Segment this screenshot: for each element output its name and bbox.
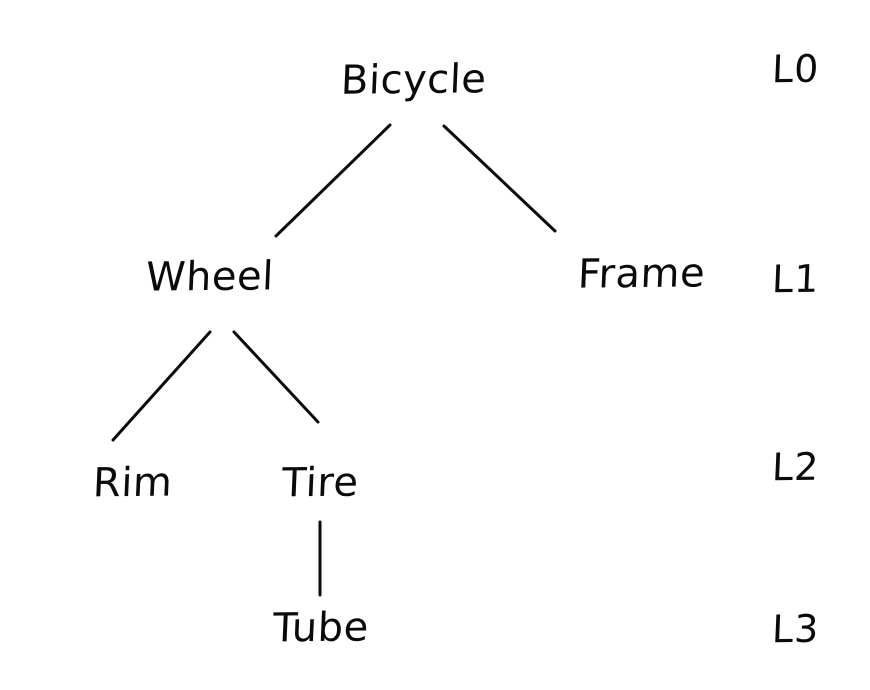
- level-label-l1: L1: [771, 256, 821, 302]
- node-frame[interactable]: Frame: [577, 250, 707, 298]
- edge-bicycle-frame: [442, 124, 557, 233]
- node-tire[interactable]: Tire: [281, 459, 360, 507]
- edge-wheel-tire: [232, 330, 320, 424]
- edge-bicycle-wheel: [274, 123, 392, 238]
- level-label-l2: L2: [771, 444, 821, 490]
- level-label-l3: L3: [771, 606, 821, 652]
- node-rim[interactable]: Rim: [92, 459, 174, 507]
- node-bicycle[interactable]: Bicycle: [339, 56, 488, 104]
- node-wheel[interactable]: Wheel: [145, 253, 275, 301]
- node-tube[interactable]: Tube: [272, 604, 370, 652]
- edge-wheel-rim: [111, 330, 212, 442]
- level-label-l0: L0: [771, 46, 821, 92]
